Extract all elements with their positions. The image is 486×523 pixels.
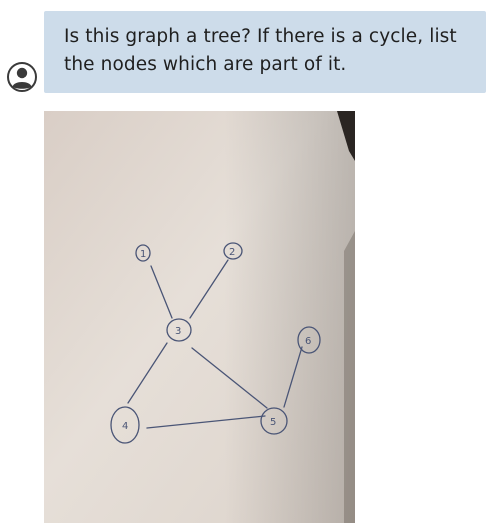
graph-node-label: 4	[122, 421, 128, 432]
graph-node-label: 1	[140, 249, 146, 260]
user-message-bubble: Is this graph a tree? If there is a cycl…	[44, 11, 486, 93]
user-message-text: Is this graph a tree? If there is a cycl…	[64, 23, 466, 79]
graph-node-label: 3	[175, 326, 181, 337]
graph-node-label: 5	[270, 417, 276, 428]
attached-graph-photo[interactable]: 1 2 3 4 5 6	[44, 111, 355, 523]
graph-node-label: 2	[229, 247, 235, 258]
graph-node-label: 6	[305, 336, 311, 347]
user-avatar-icon	[7, 62, 37, 92]
